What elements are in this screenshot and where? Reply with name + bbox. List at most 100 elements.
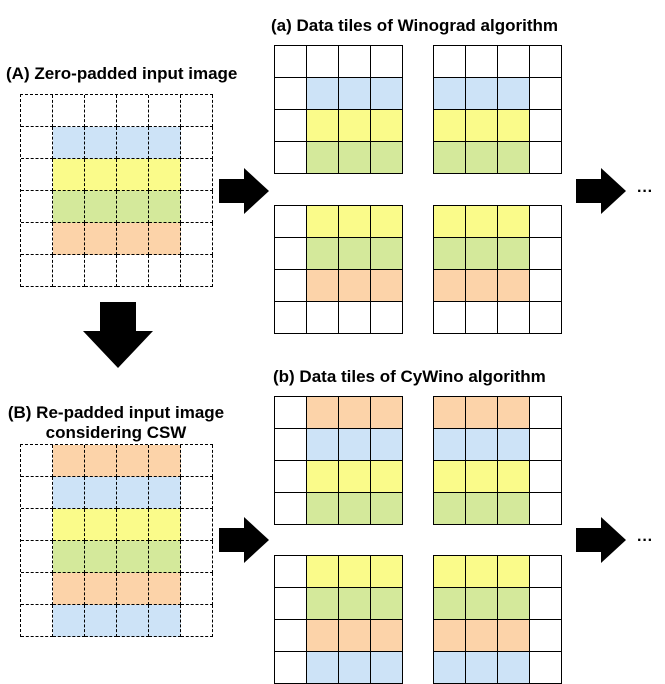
grid-cell-blue: [466, 78, 498, 110]
grid-cell-white: [275, 620, 307, 652]
grid-cell-blue: [371, 652, 403, 684]
grid-cell-yellow: [117, 159, 149, 191]
grid-cell-blue: [117, 477, 149, 509]
winograd-tile-2: [433, 45, 562, 174]
grid-cell-blue: [53, 605, 85, 637]
grid-cell-white: [498, 46, 530, 78]
grid-cell-white: [21, 541, 53, 573]
grid-cell-blue: [117, 127, 149, 159]
grid-cell-white: [275, 78, 307, 110]
cywino-tile-3: [274, 555, 403, 684]
grid-cell-yellow: [498, 206, 530, 238]
grid-cell-white: [21, 605, 53, 637]
grid-cell-blue: [307, 652, 339, 684]
grid-cell-white: [530, 620, 562, 652]
grid-cell-yellow: [307, 206, 339, 238]
grid-cell-blue: [307, 429, 339, 461]
grid-cell-green: [339, 142, 371, 174]
grid-cell-yellow: [371, 461, 403, 493]
title-zero-padded-input: (A) Zero-padded input image: [6, 64, 238, 83]
grid-cell-orange: [117, 573, 149, 605]
grid-cell-white: [181, 255, 213, 287]
grid-cell-white: [530, 142, 562, 174]
grid-cell-white: [149, 95, 181, 127]
grid-cell-orange: [371, 620, 403, 652]
grid-cell-orange: [339, 270, 371, 302]
grid-cell-white: [21, 509, 53, 541]
grid-cell-green: [498, 142, 530, 174]
grid-cell-yellow: [117, 509, 149, 541]
arrow-shape: [576, 168, 626, 214]
grid-cell-yellow: [434, 110, 466, 142]
grid-cell-blue: [434, 78, 466, 110]
grid-cell-white: [181, 95, 213, 127]
arrow-down-to-re-padded-icon: [83, 302, 153, 368]
grid-cell-white: [275, 238, 307, 270]
grid-cell-orange: [371, 270, 403, 302]
grid-cell-white: [530, 270, 562, 302]
grid-cell-green: [466, 493, 498, 525]
grid-cell-white: [275, 588, 307, 620]
grid-cell-blue: [466, 652, 498, 684]
arrow-shape: [219, 517, 269, 563]
grid-cell-white: [181, 509, 213, 541]
grid-cell-blue: [85, 477, 117, 509]
grid-cell-green: [149, 541, 181, 573]
continuation-ellipsis-winograd: ···: [637, 183, 653, 200]
grid-cell-yellow: [466, 556, 498, 588]
title-winograd-tiles: (a) Data tiles of Winograd algorithm: [271, 16, 558, 35]
grid-cell-green: [117, 541, 149, 573]
grid-cell-orange: [307, 397, 339, 429]
grid-cell-yellow: [371, 206, 403, 238]
grid-cell-white: [21, 191, 53, 223]
grid-cell-yellow: [498, 110, 530, 142]
grid-cell-white: [275, 46, 307, 78]
arrow-right-after-winograd-icon: [576, 168, 626, 214]
grid-cell-white: [275, 461, 307, 493]
zero-padded-input-grid: [20, 94, 213, 287]
grid-cell-white: [275, 302, 307, 334]
grid-cell-orange: [149, 223, 181, 255]
arrow-shape: [576, 517, 626, 563]
grid-cell-white: [181, 191, 213, 223]
grid-cell-white: [181, 541, 213, 573]
grid-cell-white: [530, 238, 562, 270]
grid-cell-white: [117, 95, 149, 127]
grid-cell-blue: [498, 78, 530, 110]
cywino-tile-4: [433, 555, 562, 684]
grid-cell-yellow: [53, 509, 85, 541]
grid-cell-green: [307, 588, 339, 620]
grid-cell-orange: [149, 445, 181, 477]
grid-cell-yellow: [85, 159, 117, 191]
grid-cell-orange: [307, 620, 339, 652]
grid-cell-green: [85, 541, 117, 573]
grid-cell-white: [434, 302, 466, 334]
grid-cell-white: [21, 127, 53, 159]
grid-cell-white: [53, 255, 85, 287]
grid-cell-white: [21, 255, 53, 287]
grid-cell-white: [466, 302, 498, 334]
grid-cell-green: [339, 493, 371, 525]
re-padded-input-grid: [20, 444, 213, 637]
grid-cell-blue: [149, 605, 181, 637]
grid-cell-green: [434, 142, 466, 174]
grid-cell-yellow: [466, 206, 498, 238]
grid-cell-yellow: [339, 461, 371, 493]
grid-cell-yellow: [307, 110, 339, 142]
grid-cell-green: [53, 541, 85, 573]
grid-cell-orange: [85, 573, 117, 605]
grid-cell-yellow: [149, 159, 181, 191]
grid-cell-white: [371, 46, 403, 78]
grid-cell-green: [498, 493, 530, 525]
grid-cell-orange: [434, 397, 466, 429]
grid-cell-white: [339, 46, 371, 78]
grid-cell-white: [371, 302, 403, 334]
grid-cell-blue: [149, 477, 181, 509]
grid-cell-white: [339, 302, 371, 334]
grid-cell-white: [275, 206, 307, 238]
winograd-tile-4: [433, 205, 562, 334]
grid-cell-orange: [85, 223, 117, 255]
arrow-right-after-cywino-icon: [576, 517, 626, 563]
grid-cell-blue: [339, 429, 371, 461]
grid-cell-blue: [307, 78, 339, 110]
